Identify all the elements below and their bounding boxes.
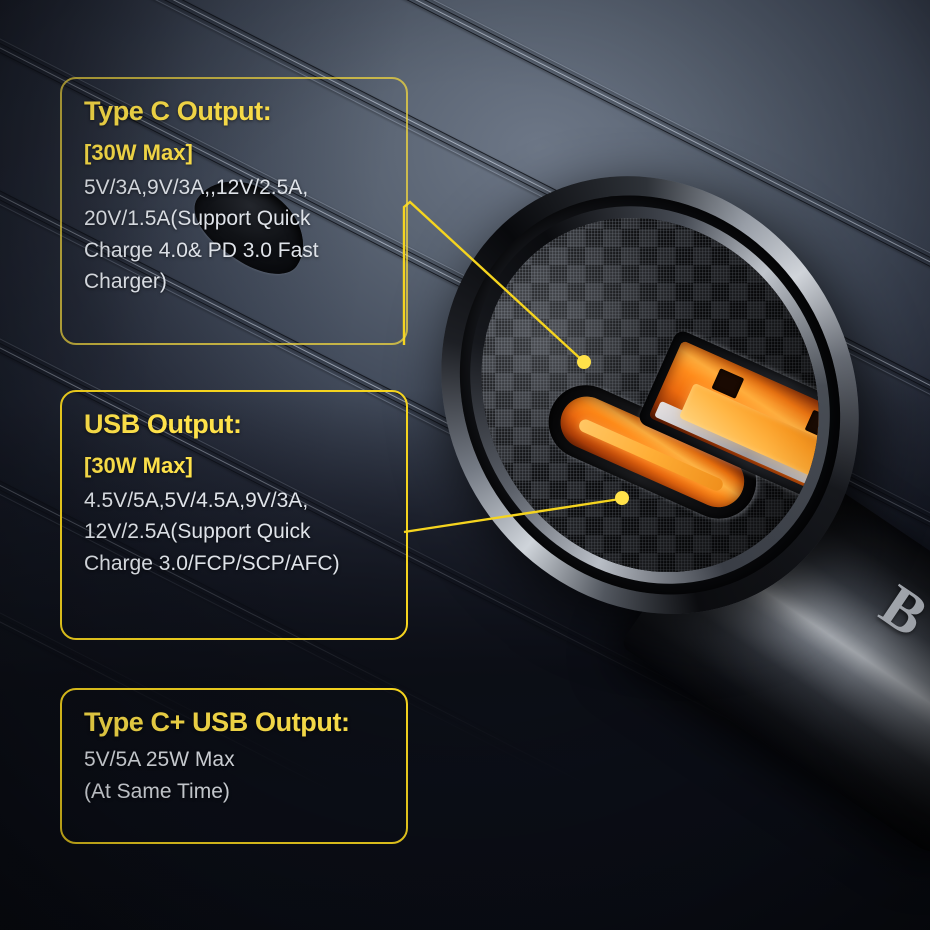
vignette-overlay xyxy=(0,0,930,930)
product-infographic: B Type C Output: [30W Max] 5V/3A,9V/3A,,… xyxy=(0,0,930,930)
